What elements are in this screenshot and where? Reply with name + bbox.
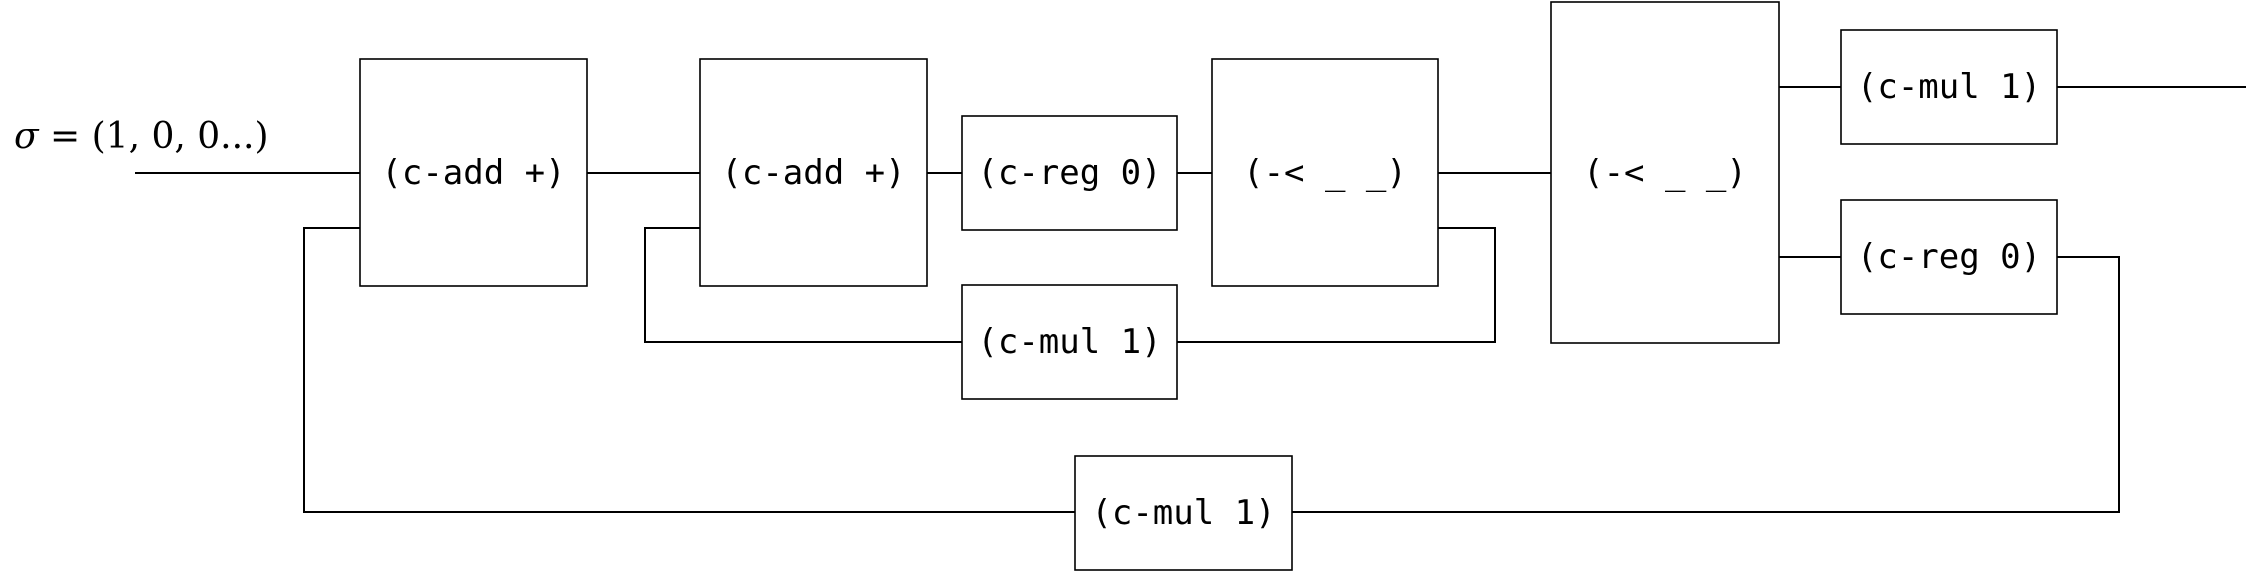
split-1-label: (-< _ _) — [1243, 153, 1407, 193]
add-inner-box — [699, 58, 928, 287]
mul-inner-loop-label: (c-mul 1) — [977, 322, 1161, 362]
reg-feedback-block[interactable]: (c-reg 0) — [1840, 199, 2058, 315]
reg-feedback-label: (c-reg 0) — [1857, 237, 2041, 277]
equals-sign: = — [39, 116, 92, 157]
reg-feedback-box — [1840, 199, 2058, 315]
split-2-block[interactable]: (-< _ _) — [1550, 1, 1780, 344]
split-2-box — [1550, 1, 1780, 344]
add-outer-block[interactable]: (c-add +) — [359, 58, 588, 287]
mul-outer-loop-box — [1074, 455, 1293, 571]
mul-outer-loop-block[interactable]: (c-mul 1) — [1074, 455, 1293, 571]
mul-output-box — [1840, 29, 2058, 145]
mul-output-block[interactable]: (c-mul 1) — [1840, 29, 2058, 145]
input-sequence-label: σ = (1, 0, 0...) — [14, 116, 269, 157]
add-outer-label: (c-add +) — [381, 153, 565, 193]
input-sequence-value: (1, 0, 0...) — [92, 116, 269, 157]
wires — [135, 86, 2246, 513]
mul-inner-loop-block[interactable]: (c-mul 1) — [961, 284, 1178, 400]
split-1-block[interactable]: (-< _ _) — [1211, 58, 1439, 287]
sigma-symbol: σ — [14, 116, 40, 157]
split-2-label: (-< _ _) — [1583, 153, 1747, 193]
reg-top-block[interactable]: (c-reg 0) — [961, 115, 1178, 231]
add-outer-box — [359, 58, 588, 287]
add-inner-block[interactable]: (c-add +) — [699, 58, 928, 287]
add-inner-label: (c-add +) — [721, 153, 905, 193]
wire-inner-loop-out — [1177, 227, 1496, 343]
mul-output-label: (c-mul 1) — [1857, 67, 2041, 107]
split-1-box — [1211, 58, 1439, 287]
mul-outer-loop-label: (c-mul 1) — [1091, 493, 1275, 533]
reg-top-label: (c-reg 0) — [977, 153, 1161, 193]
wire-outer-loop-out — [1292, 256, 2120, 513]
wire-inner-loop-in — [644, 227, 962, 343]
mul-inner-loop-box — [961, 284, 1178, 400]
reg-top-box — [961, 115, 1178, 231]
wire-outer-loop-in — [303, 227, 1075, 513]
